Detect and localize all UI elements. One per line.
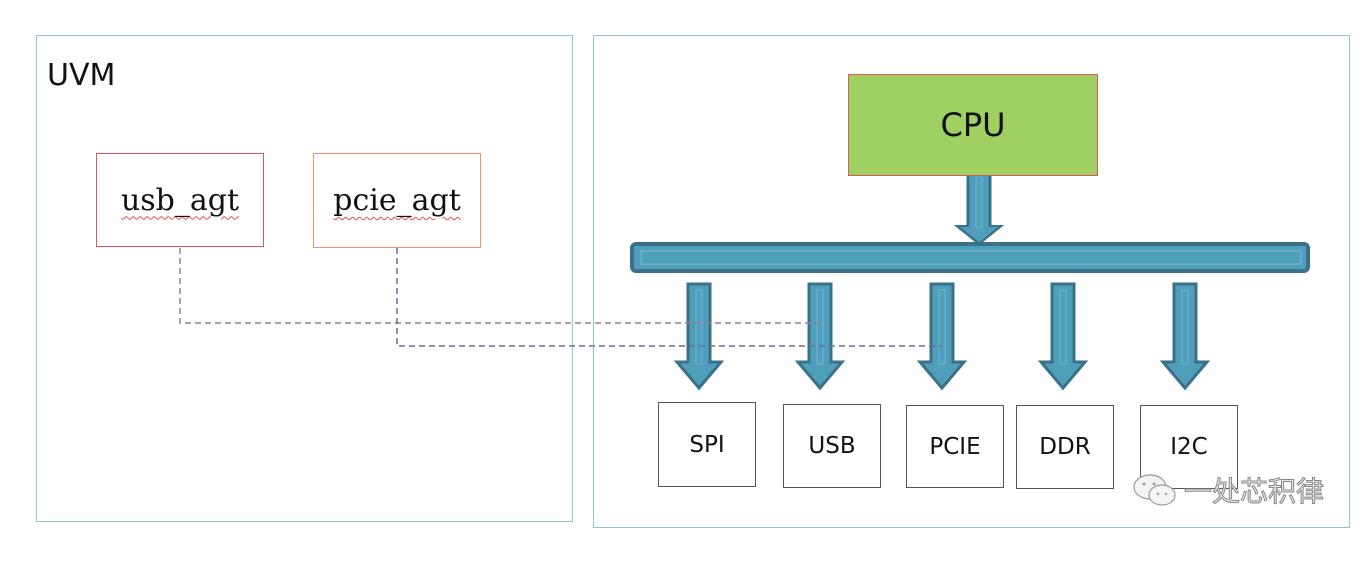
cpu-box: CPU bbox=[848, 74, 1098, 176]
pcie-agent-box: pcie_agt bbox=[313, 153, 481, 248]
watermark-text: 一处芯积律 bbox=[1183, 475, 1325, 509]
system-bus-inner bbox=[640, 250, 1302, 265]
peripheral-label: SPI bbox=[689, 431, 725, 458]
system-bus bbox=[630, 242, 1310, 273]
peripheral-usb: USB bbox=[783, 404, 881, 488]
cpu-to-bus-arrow bbox=[955, 171, 1003, 246]
peripheral-label: DDR bbox=[1039, 434, 1091, 460]
wechat-icon bbox=[1133, 474, 1176, 506]
usb-agent-connection bbox=[179, 248, 820, 324]
cpu-label: CPU bbox=[940, 106, 1006, 144]
peripheral-pcie: PCIE bbox=[906, 405, 1004, 488]
bus-to-ddr-arrow bbox=[1039, 282, 1087, 390]
peripheral-label: I2C bbox=[1170, 434, 1208, 460]
bus-to-usb-arrow bbox=[796, 282, 844, 390]
watermark: 一处芯积律 bbox=[1130, 470, 1325, 510]
peripheral-i2c: I2C bbox=[1140, 405, 1238, 489]
uvm-title: UVM bbox=[47, 58, 116, 93]
pcie-agent-label: pcie_agt bbox=[333, 183, 461, 218]
bus-to-i2c-arrow bbox=[1161, 282, 1209, 390]
pcie-agent-connection bbox=[396, 248, 942, 347]
peripheral-label: USB bbox=[808, 433, 856, 459]
uvm-panel: UVM bbox=[36, 35, 573, 522]
usb-agent-box: usb_agt bbox=[96, 153, 264, 247]
bus-to-spi-arrow bbox=[675, 282, 723, 390]
peripheral-spi: SPI bbox=[658, 402, 756, 487]
bus-to-pcie-arrow bbox=[918, 282, 966, 390]
peripheral-ddr: DDR bbox=[1016, 405, 1114, 489]
usb-agent-label: usb_agt bbox=[120, 182, 240, 218]
peripheral-label: PCIE bbox=[929, 433, 981, 460]
